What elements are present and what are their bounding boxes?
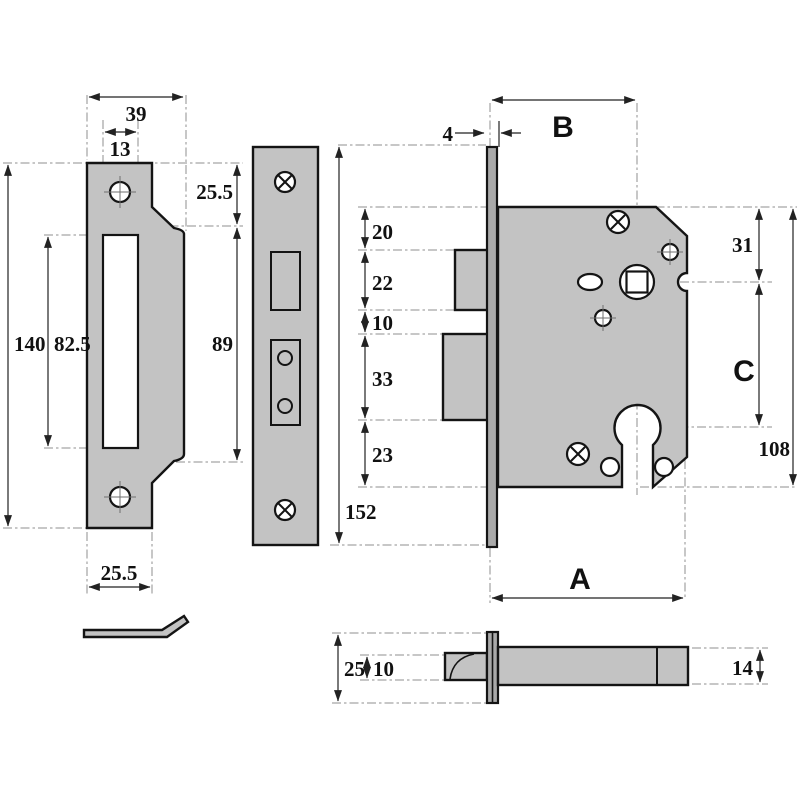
strike-plate-front-view — [85, 161, 186, 530]
case-screw-top — [605, 209, 631, 235]
strike-screw-hole-bottom — [104, 481, 136, 513]
dim-body-bottom-offset: 23 — [372, 443, 393, 467]
strike-side-outline — [82, 614, 190, 639]
dim-top-to-spindle: 31 — [732, 233, 753, 257]
dim-strike-plate-width: 25.5 — [101, 561, 138, 585]
deadbolt-front — [441, 332, 490, 422]
lock-case-outline — [496, 205, 689, 490]
dim-forend-height: 152 — [345, 500, 377, 524]
forend-screw-top — [273, 170, 297, 194]
cylinder-fixing-hole-right — [653, 456, 675, 478]
forend-front-view — [251, 145, 320, 547]
dim-strike-slot-width: 13 — [110, 137, 131, 161]
cylinder-fixing-hole-left — [599, 456, 621, 478]
case-side — [496, 645, 690, 687]
forend-latch-opening — [270, 251, 301, 311]
spindle-follower — [618, 263, 656, 301]
dim-strike-top-to-lip: 25.5 — [196, 180, 233, 204]
dim-strike-slot-height: 82.5 — [54, 332, 91, 356]
dim-faceplate-thickness: 4 — [443, 122, 454, 146]
dim-strike-lip-height: 89 — [212, 332, 233, 356]
dim-backset-label: B — [552, 111, 574, 144]
lock-side-view — [443, 630, 690, 705]
dim-strike-height: 140 — [14, 332, 46, 356]
dim-side-case-height: 14 — [732, 656, 754, 680]
forend-plate — [251, 145, 320, 547]
dim-side-faceplate-width: 25 — [344, 657, 365, 681]
case-screw-bottom — [565, 441, 591, 467]
forend-screw-bottom — [273, 498, 297, 522]
dimension-labels: 39 13 25.5 140 82.5 89 25.5 152 20 22 10… — [14, 102, 790, 681]
dim-latch-height: 22 — [372, 271, 393, 295]
dimension-lines — [4, 93, 797, 702]
strike-screw-hole-top — [104, 176, 136, 208]
dim-case-depth-label: A — [569, 563, 591, 596]
latch-bevel-curve — [449, 653, 475, 680]
fixing-hole-centre — [590, 305, 616, 331]
latch-bolt-side — [443, 651, 489, 682]
dim-strike-overall-width: 39 — [126, 102, 147, 126]
strike-plate-side-view — [82, 614, 190, 639]
latch-bolt-front — [453, 248, 490, 312]
dim-centres-label: C — [733, 355, 755, 388]
slotted-hole — [576, 272, 604, 292]
fixing-hole-upper-right — [657, 239, 683, 265]
strike-slot — [101, 233, 140, 450]
faceplate-front — [485, 145, 499, 549]
lock-case-front-view — [441, 145, 689, 549]
forend-deadbolt-opening — [270, 339, 301, 426]
dim-deadbolt-height: 33 — [372, 367, 393, 391]
dim-case-height: 108 — [759, 437, 791, 461]
dim-body-top-offset: 20 — [372, 220, 393, 244]
dim-side-latch-height: 10 — [373, 657, 394, 681]
dim-latch-bolt-gap: 10 — [372, 311, 393, 335]
